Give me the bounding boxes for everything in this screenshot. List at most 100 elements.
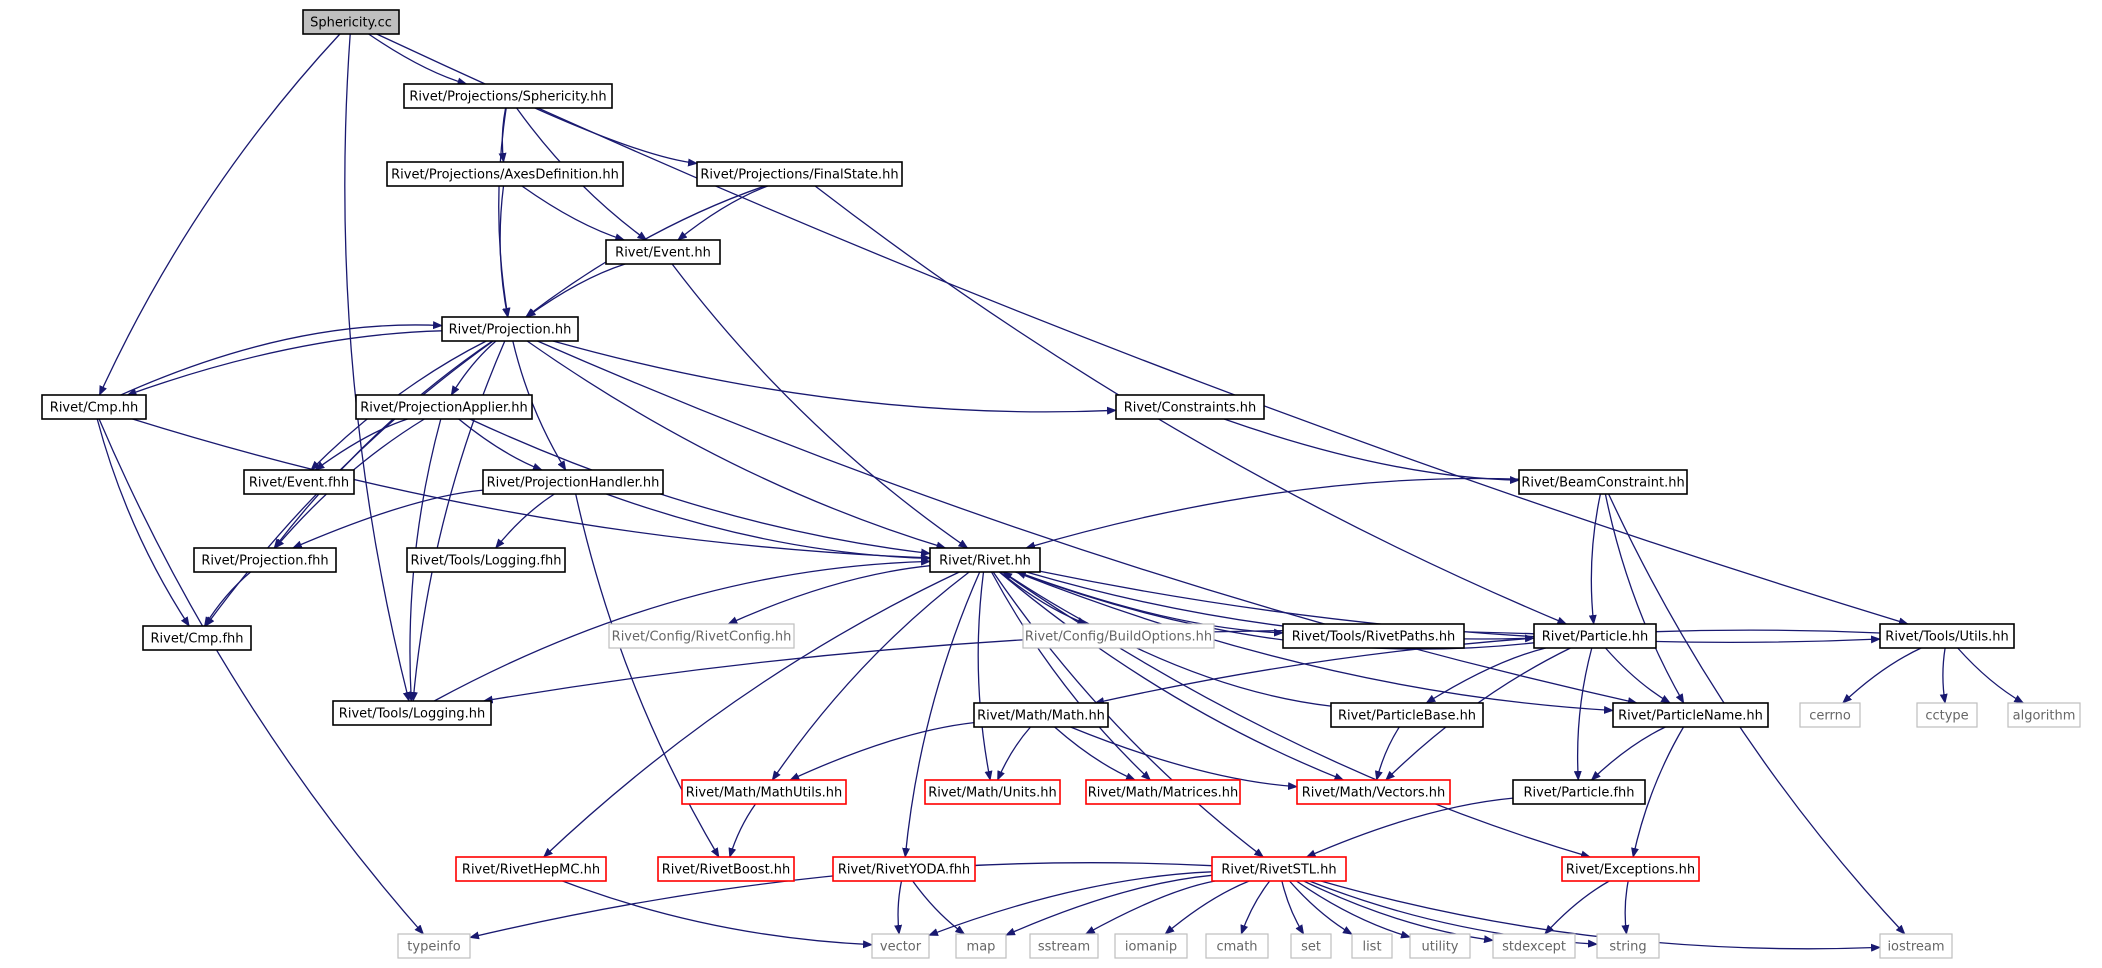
node-event_fhh[interactable]: Rivet/Event.fhh	[243, 469, 355, 495]
node-finalstate[interactable]: Rivet/Projections/FinalState.hh	[696, 161, 903, 187]
node-box	[1351, 933, 1393, 959]
node-box	[193, 547, 337, 573]
node-proj_sphericity[interactable]: Rivet/Projections/Sphericity.hh	[403, 83, 613, 109]
node-particle_hh[interactable]: Rivet/Particle.hh	[1533, 623, 1657, 649]
node-sstream[interactable]: sstream	[1029, 933, 1099, 959]
edge-rivet_hh-to-particlename	[1015, 571, 1614, 714]
node-label: Rivet/Projections/AxesDefinition.hh	[391, 168, 619, 183]
node-map[interactable]: map	[955, 933, 1007, 959]
edge-rivet_hh-to-yoda	[902, 571, 981, 858]
node-box	[41, 394, 147, 420]
edge-math_hh-to-vectors	[1070, 726, 1298, 791]
node-box	[605, 239, 721, 265]
node-constraints[interactable]: Rivet/Constraints.hh	[1115, 394, 1265, 420]
node-math_hh[interactable]: Rivet/Math/Math.hh	[973, 702, 1109, 728]
node-stdexcept[interactable]: stdexcept	[1492, 933, 1576, 959]
edge-projapplier-to-event_fhh	[314, 418, 408, 471]
node-projection_hh[interactable]: Rivet/Projection.hh	[441, 316, 579, 342]
node-box	[924, 779, 1061, 805]
node-cmp_fhh[interactable]: Rivet/Cmp.fhh	[142, 625, 252, 651]
node-label: iostream	[1887, 940, 1944, 955]
edge-constraints-to-beamconstraint	[1223, 418, 1520, 485]
node-buildoptions[interactable]: Rivet/Config/BuildOptions.hh	[1022, 623, 1215, 649]
edge-math_hh-to-matrices	[1054, 726, 1136, 781]
node-rivetconfig[interactable]: Rivet/Config/RivetConfig.hh	[608, 623, 795, 649]
edge-math_hh-to-mathutils	[789, 721, 975, 781]
node-label: typeinfo	[407, 940, 460, 955]
node-cmath[interactable]: cmath	[1205, 933, 1269, 959]
node-particlebase[interactable]: Rivet/ParticleBase.hh	[1330, 702, 1484, 728]
node-list[interactable]: list	[1351, 933, 1393, 959]
node-yoda[interactable]: Rivet/RivetYODA.fhh	[832, 856, 976, 882]
node-label: iomanip	[1125, 940, 1177, 955]
edge-cmp_hh-to-typeinfo	[98, 418, 425, 935]
node-cerrno[interactable]: cerrno	[1799, 702, 1861, 728]
node-particle_fhh[interactable]: Rivet/Particle.fhh	[1512, 779, 1646, 805]
node-mathutils[interactable]: Rivet/Math/MathUtils.hh	[681, 779, 847, 805]
edge-axes_def-to-event_hh	[521, 185, 626, 242]
node-cctype[interactable]: cctype	[1916, 702, 1978, 728]
node-utils_hh[interactable]: Rivet/Tools/Utils.hh	[1879, 623, 2015, 649]
node-box	[1561, 856, 1700, 882]
edge-cmp_hh-to-cmp_fhh	[96, 418, 190, 627]
edge-exceptions-to-string	[1621, 880, 1630, 935]
node-label: vector	[880, 940, 922, 955]
node-projhandler[interactable]: Rivet/ProjectionHandler.hh	[482, 469, 664, 495]
node-label: utility	[1422, 940, 1459, 955]
node-box	[1282, 623, 1465, 649]
node-box	[657, 856, 795, 882]
node-exceptions[interactable]: Rivet/Exceptions.hh	[1561, 856, 1700, 882]
edge-particlebase-to-vectors	[1374, 726, 1400, 781]
node-set[interactable]: set	[1290, 933, 1332, 959]
node-box	[1879, 623, 2015, 649]
node-matrices[interactable]: Rivet/Math/Matrices.hh	[1085, 779, 1241, 805]
node-label: Rivet/BeamConstraint.hh	[1521, 476, 1684, 491]
node-cmp_hh[interactable]: Rivet/Cmp.hh	[41, 394, 147, 420]
node-logging_fhh[interactable]: Rivet/Tools/Logging.fhh	[406, 547, 566, 573]
node-label: Rivet/Config/RivetConfig.hh	[612, 630, 792, 645]
node-particlename[interactable]: Rivet/ParticleName.hh	[1612, 702, 1769, 728]
node-label: Rivet/Math/Units.hh	[928, 786, 1057, 801]
node-label: sstream	[1038, 940, 1090, 955]
node-beamconstraint[interactable]: Rivet/BeamConstraint.hh	[1518, 469, 1688, 495]
node-label: cmath	[1216, 940, 1257, 955]
node-boost[interactable]: Rivet/RivetBoost.hh	[657, 856, 795, 882]
node-string[interactable]: string	[1596, 933, 1660, 959]
node-label: Sphericity.cc	[310, 16, 392, 31]
edge-sphericity_cc-to-proj_sphericity	[368, 33, 468, 86]
node-projection_fhh[interactable]: Rivet/Projection.fhh	[193, 547, 337, 573]
node-logging_hh[interactable]: Rivet/Tools/Logging.hh	[332, 700, 492, 726]
edge-utils_hh-to-cctype	[1939, 647, 1948, 704]
node-algorithm[interactable]: algorithm	[2007, 702, 2081, 728]
node-label: map	[967, 940, 996, 955]
node-projapplier[interactable]: Rivet/ProjectionApplier.hh	[355, 394, 533, 420]
node-label: Rivet/Math/Matrices.hh	[1088, 786, 1238, 801]
node-box	[1330, 702, 1484, 728]
node-rivetstl[interactable]: Rivet/RivetSTL.hh	[1211, 856, 1347, 882]
node-sphericity_cc[interactable]: Sphericity.cc	[302, 9, 400, 35]
edge-exceptions-to-stdexcept	[1544, 880, 1610, 935]
node-box	[973, 702, 1109, 728]
node-vectors[interactable]: Rivet/Math/Vectors.hh	[1296, 779, 1451, 805]
node-vector[interactable]: vector	[871, 933, 930, 959]
node-label: Rivet/ParticleName.hh	[1618, 709, 1763, 724]
node-rivetpaths[interactable]: Rivet/Tools/RivetPaths.hh	[1282, 623, 1465, 649]
node-units[interactable]: Rivet/Math/Units.hh	[924, 779, 1061, 805]
node-label: Rivet/Projections/Sphericity.hh	[409, 90, 606, 105]
node-hepmc[interactable]: Rivet/RivetHepMC.hh	[455, 856, 607, 882]
node-label: algorithm	[2013, 709, 2076, 724]
node-typeinfo[interactable]: typeinfo	[397, 933, 471, 959]
edges-layer	[96, 33, 2025, 952]
node-axes_def[interactable]: Rivet/Projections/AxesDefinition.hh	[386, 161, 624, 187]
edge-particle_hh-to-particlebase	[1425, 647, 1546, 704]
node-rivet_hh[interactable]: Rivet/Rivet.hh	[929, 547, 1041, 573]
edge-rivet_hh-to-matrices	[990, 571, 1152, 781]
edge-yoda-to-map	[912, 880, 966, 935]
edge-rivetstl-to-iomanip	[1164, 880, 1250, 935]
edge-sphericity_cc-to-logging_hh	[344, 33, 411, 702]
node-iomanip[interactable]: iomanip	[1114, 933, 1188, 959]
node-utility[interactable]: utility	[1409, 933, 1471, 959]
edge-rivetstl-to-map	[1005, 874, 1213, 936]
node-event_hh[interactable]: Rivet/Event.hh	[605, 239, 721, 265]
node-iostream[interactable]: iostream	[1879, 933, 1953, 959]
